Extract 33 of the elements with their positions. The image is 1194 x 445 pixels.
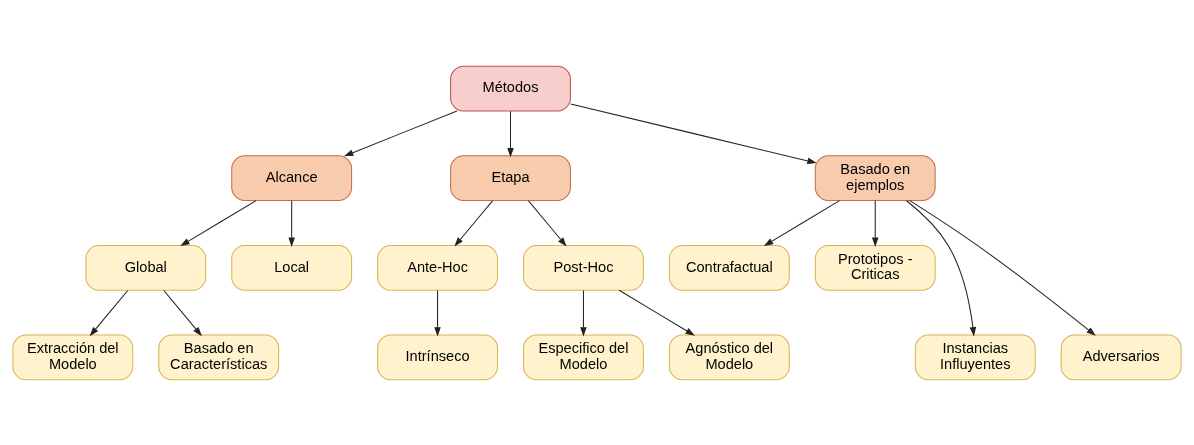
arrow <box>288 199 295 247</box>
node-box: Etapa <box>450 154 571 201</box>
node-box: Especifico del Modelo <box>523 334 644 380</box>
arrow <box>454 199 493 247</box>
node-box: Basado en ejemplos <box>814 154 936 201</box>
arrow <box>180 199 257 246</box>
arrow <box>528 199 567 247</box>
arrow <box>763 199 841 246</box>
arrow <box>906 199 977 336</box>
node-box: Contrafactual <box>668 244 790 291</box>
arrow <box>343 110 458 156</box>
arrow <box>507 110 514 157</box>
node-box: Post-Hoc <box>523 244 644 291</box>
node-box: Intrínseco <box>377 334 498 380</box>
node-box: Local <box>231 244 353 291</box>
arrow <box>570 103 817 164</box>
arrow <box>89 289 129 336</box>
arrow <box>909 199 1096 336</box>
node-box: Extracción del Modelo <box>12 334 134 380</box>
arrow <box>163 289 202 336</box>
arrow <box>434 289 441 337</box>
node-box: Métodos <box>450 65 571 111</box>
node-box: Adversarios <box>1060 334 1182 380</box>
arrow <box>618 289 695 336</box>
node-box: Ante-Hoc <box>377 244 498 291</box>
node-box: Global <box>85 244 207 291</box>
arrow <box>871 199 879 247</box>
node-box: Instancias Influyentes <box>914 334 1036 380</box>
arrow <box>580 289 587 337</box>
node-box: Prototipos - Criticas <box>814 244 936 291</box>
node-box: Agnóstico del Modelo <box>668 334 790 380</box>
node-box: Basado en Características <box>158 334 280 380</box>
node-box: Alcance <box>231 154 353 201</box>
